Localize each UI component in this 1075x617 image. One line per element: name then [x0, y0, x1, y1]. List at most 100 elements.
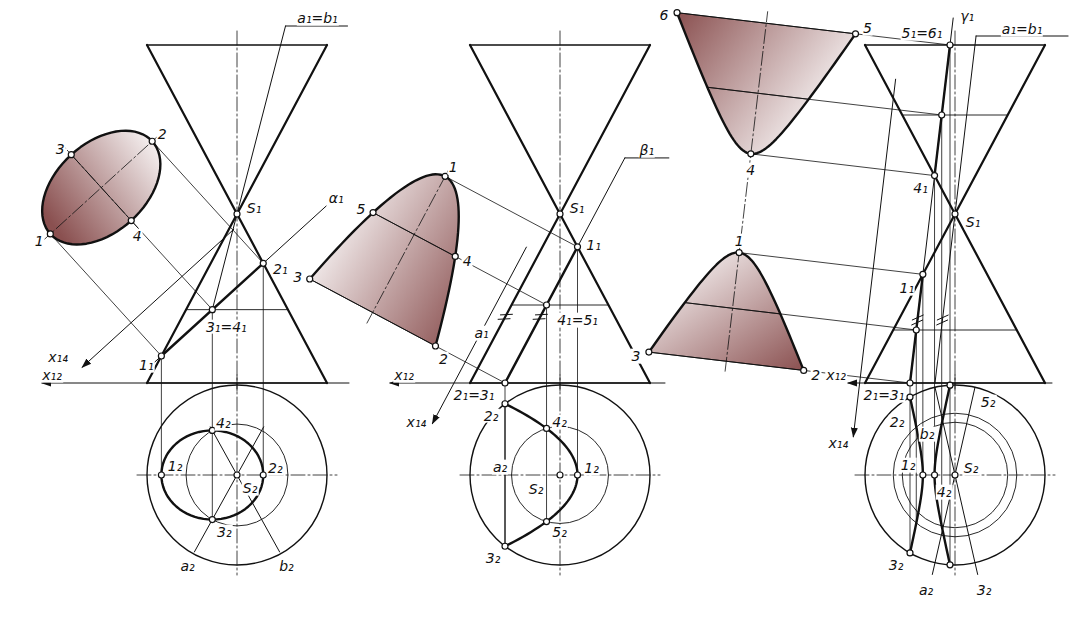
parallel-mark — [912, 315, 923, 320]
point-label: x₁₂ — [825, 368, 847, 383]
point-label: 1₁ — [585, 238, 602, 253]
parallel-mark — [535, 314, 547, 316]
cone-generator — [865, 45, 1045, 383]
point-label: 5 — [862, 20, 873, 35]
point-label: x₁₂ — [393, 368, 415, 383]
hyperbola-upper-true-shape — [677, 13, 855, 154]
point-label: 3₂ — [216, 524, 233, 539]
parallel-mark — [500, 314, 512, 316]
projection-line — [707, 87, 941, 115]
point-marker — [234, 211, 240, 217]
point-label: 4₂ — [215, 416, 232, 431]
point-marker — [736, 250, 742, 256]
construction-lines — [40, 12, 1068, 575]
level-line — [902, 115, 1007, 116]
point-marker — [952, 211, 958, 217]
parabola-true-shape — [310, 174, 459, 346]
projection-line — [739, 253, 923, 275]
point-label: 4 — [462, 254, 473, 269]
point-label: 3₁=4₁ — [205, 319, 248, 334]
projection-axis — [82, 229, 234, 367]
label-leader — [286, 26, 348, 27]
point-label: 1₁ — [899, 281, 916, 296]
point-label: S₂ — [963, 461, 980, 476]
point-label: 2₂ — [889, 415, 906, 430]
point-label: S₁ — [569, 201, 586, 216]
level-line — [186, 309, 288, 310]
point-label: a₁ — [473, 326, 489, 341]
projection-line — [751, 154, 935, 176]
point-marker — [932, 173, 938, 179]
point-label: 3 — [292, 270, 303, 285]
parallel-mark — [937, 320, 948, 325]
projection-line — [161, 356, 162, 475]
point-marker — [907, 380, 913, 386]
projection-line — [922, 274, 923, 475]
ellipse-outline — [42, 131, 160, 245]
point-marker — [907, 550, 913, 556]
point-label: b₂ — [919, 427, 936, 442]
point-label: a₂ — [179, 559, 195, 574]
cone-generator — [470, 45, 650, 383]
projection-line — [50, 234, 161, 356]
point-label: 4₂ — [936, 485, 953, 500]
point-label: 3₂ — [485, 551, 502, 566]
projection-axis — [432, 247, 526, 424]
point-marker — [947, 42, 953, 48]
point-label: α₁ — [328, 191, 345, 206]
projection-line — [152, 141, 263, 263]
point-label: 2 — [157, 127, 168, 142]
parallel-mark — [498, 318, 510, 320]
ellipse-top-view — [161, 430, 263, 519]
point-marker — [502, 380, 508, 386]
point-marker — [234, 472, 240, 478]
section-circle — [893, 413, 1017, 537]
point-label: 5₁=6₁ — [901, 26, 944, 41]
point-label: b₂ — [278, 559, 295, 574]
point-label: 1₂ — [900, 458, 917, 473]
section-circle — [186, 424, 288, 526]
point-marker — [674, 10, 680, 16]
point-marker — [370, 210, 376, 216]
generator-line — [935, 387, 978, 574]
point-label: 2 — [810, 368, 821, 383]
point-marker — [158, 472, 164, 478]
projection-line — [310, 279, 505, 383]
point-label: 5₂ — [551, 524, 568, 539]
point-label: x₁₄ — [47, 350, 69, 365]
point-marker — [907, 394, 913, 400]
point-marker — [947, 562, 953, 568]
point-label: 2₁=3₁ — [863, 388, 906, 403]
level-line — [512, 305, 609, 306]
projection-line — [212, 310, 213, 520]
point-marker — [557, 211, 563, 217]
point-marker — [502, 543, 508, 549]
parabola-axis — [367, 162, 453, 323]
point-label: 4 — [745, 163, 756, 178]
point-label: x₁₄ — [828, 435, 850, 450]
point-label: 6 — [659, 7, 670, 22]
point-marker — [544, 302, 550, 308]
ellipse-true-shape — [42, 131, 160, 245]
point-marker — [646, 349, 652, 355]
cone-generator — [147, 45, 327, 383]
hyperbola-lower-true-shape — [649, 253, 804, 371]
point-label: 1₂ — [583, 461, 600, 476]
point-label: 3 — [630, 349, 641, 364]
point-marker — [920, 472, 926, 478]
point-marker — [260, 472, 266, 478]
point-marker — [575, 244, 581, 250]
projection-line — [577, 247, 578, 475]
point-label: S₂ — [528, 482, 545, 497]
point-label: a₁=b₁ — [296, 11, 338, 26]
point-label: S₂ — [242, 481, 259, 496]
point-label: 4 — [132, 228, 143, 243]
point-marker — [557, 472, 563, 478]
cone-generator — [147, 45, 327, 383]
point-marker — [149, 138, 155, 144]
point-label: 1₁ — [138, 358, 155, 373]
generator-line — [935, 36, 976, 383]
point-label: 1 — [34, 234, 45, 249]
